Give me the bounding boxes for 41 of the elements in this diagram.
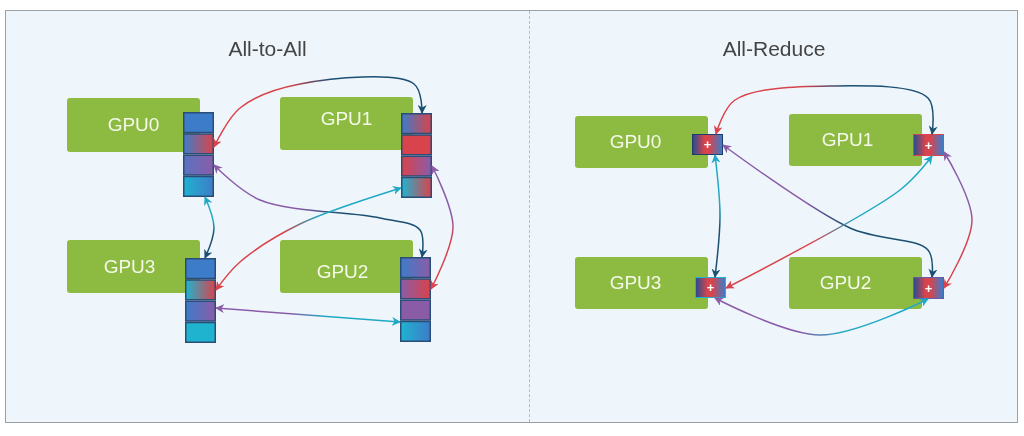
plus-sign: +	[703, 138, 712, 151]
buffer-stack	[185, 258, 216, 343]
arrow	[725, 155, 933, 289]
sum-block	[913, 134, 944, 156]
arrow	[943, 151, 973, 289]
arrow	[713, 85, 938, 135]
gpu-label: GPU3	[103, 255, 156, 278]
arrow	[714, 297, 929, 336]
plus-sign: +	[924, 138, 933, 152]
gpu-box	[575, 257, 708, 309]
buffer-stack	[400, 257, 431, 342]
arrow	[213, 76, 427, 148]
gpu-label: GPU0	[107, 114, 160, 136]
sum-block	[692, 134, 723, 155]
gpu-label: GPU2	[819, 272, 872, 294]
buffer-stack	[401, 113, 432, 198]
gpu-label: GPU1	[320, 107, 373, 130]
gpu-box	[789, 114, 922, 166]
gpu-box	[67, 98, 200, 152]
buffer-stack	[183, 112, 214, 197]
arrow	[213, 164, 428, 258]
plus-sign: +	[924, 281, 933, 295]
gpu-box	[67, 240, 200, 293]
arrow	[722, 144, 938, 278]
gpu-box	[280, 240, 413, 293]
gpu-box	[280, 97, 413, 150]
gpu-box	[789, 257, 922, 309]
arrow	[430, 165, 454, 290]
gpu-label: GPU0	[609, 131, 662, 153]
panel-title: All-to-All	[228, 37, 307, 61]
plus-sign: +	[706, 281, 715, 294]
arrow	[711, 154, 721, 278]
sum-block	[913, 277, 944, 299]
gpu-label: GPU2	[316, 260, 369, 283]
panel-title: All-Reduce	[722, 37, 826, 61]
gpu-label: GPU1	[821, 129, 874, 151]
arrow	[204, 196, 215, 259]
arrow	[215, 186, 402, 291]
gpu-label: GPU3	[609, 272, 662, 294]
arrow	[215, 304, 401, 326]
sum-block	[695, 277, 726, 298]
